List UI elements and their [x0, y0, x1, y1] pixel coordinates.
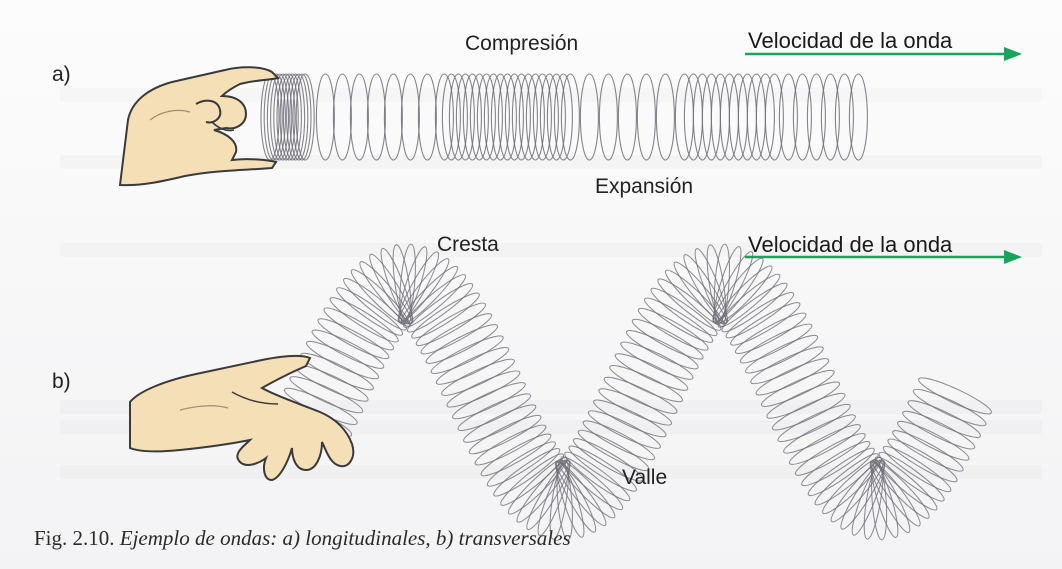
spring-coil-icon [781, 410, 859, 459]
spring-coil-icon [512, 74, 530, 160]
velocity-label-a: Velocidad de la onda [748, 28, 952, 54]
crest-label: Cresta [437, 233, 499, 257]
compression-label: Compresión [465, 32, 578, 56]
spring-coil-icon [526, 74, 544, 160]
spring-coil-icon [519, 74, 537, 160]
spring-coil-icon [607, 360, 685, 406]
spring-coil-icon [455, 389, 533, 436]
hand-icon [130, 356, 353, 480]
spring-coil-icon [637, 74, 655, 160]
spring-coil-icon [612, 349, 690, 396]
spring-coil-icon [333, 74, 351, 160]
spring-coil-icon [732, 308, 809, 359]
spring-coil-icon [916, 373, 994, 419]
expansion-label: Expansión [595, 175, 693, 199]
spring-coil-icon [596, 384, 674, 431]
spring-coil-icon [540, 74, 558, 160]
spring-coil-icon [418, 309, 495, 360]
spring-coil-icon [835, 74, 853, 160]
spring-coil-icon [456, 74, 474, 160]
spring-coil-icon [618, 337, 696, 385]
spring-coil-icon [779, 74, 797, 160]
spring-coil-icon [444, 366, 522, 412]
spring-coil-icon [449, 74, 467, 160]
spring-coil-icon [775, 399, 853, 447]
spring-coil-icon [477, 74, 495, 160]
spring-coil-icon [439, 354, 517, 400]
spring-coil-icon [466, 410, 544, 459]
spring-coil-icon [656, 74, 674, 160]
spring-coil-icon [470, 74, 488, 160]
spring-coil-icon [461, 400, 539, 448]
trough-label: Valle [622, 466, 667, 490]
spring-coil-icon [910, 384, 988, 431]
spring-coil-icon [418, 74, 436, 160]
caption-text: Ejemplo de ondas: a) longitudinales, b) … [120, 526, 571, 550]
spring-coil-icon [463, 74, 481, 160]
spring-coil-icon [759, 365, 837, 411]
spring-coil-icon [384, 74, 402, 160]
spring-coil-icon [367, 74, 385, 160]
spring-coil-icon [350, 74, 368, 160]
spring-coil-icon [298, 348, 376, 395]
spring-coil-icon [807, 74, 825, 160]
hand-icon [120, 67, 278, 185]
spring-coil-icon [498, 74, 516, 160]
caption-prefix: Fig. 2.10. [34, 526, 115, 550]
spring-coil-icon [491, 74, 509, 160]
spring-coil-icon [889, 425, 966, 476]
spring-coil-icon [618, 74, 636, 160]
spring-coil-icon [599, 74, 617, 160]
spring-coil-icon [484, 74, 502, 160]
spring-coil-icon [547, 74, 565, 160]
spring-coil-icon [401, 74, 419, 160]
spring-coil-icon [303, 336, 381, 384]
spring-coil-icon [591, 395, 669, 442]
panel-b-label: b) [52, 370, 71, 394]
spring-coil-icon [905, 395, 983, 442]
spring-coil-icon [433, 342, 511, 389]
panel-a-label: a) [52, 63, 71, 87]
spring-coil-icon [442, 74, 460, 160]
longitudinal-spring [261, 74, 867, 160]
spring-coil-icon [533, 74, 551, 160]
spring-coil-icon [580, 74, 598, 160]
spring-coil-icon [435, 74, 453, 160]
spring-coil-icon [770, 388, 848, 435]
spring-coil-icon [821, 74, 839, 160]
spring-coil-icon [561, 74, 579, 160]
spring-coil-icon [505, 74, 523, 160]
spring-coil-icon [849, 74, 867, 160]
figure-caption: Fig. 2.10. Ejemplo de ondas: a) longitud… [34, 526, 571, 551]
spring-coil-icon [309, 325, 387, 374]
transverse-spring [271, 244, 994, 541]
spring-coil-icon [764, 377, 842, 423]
spring-coil-icon [623, 325, 701, 374]
spring-coil-icon [748, 342, 826, 389]
velocity-label-b: Velocidad de la onda [748, 232, 952, 258]
spring-coil-icon [753, 353, 831, 400]
spring-coil-icon [316, 74, 334, 160]
spring-coil-icon [793, 74, 811, 160]
spring-coil-icon [450, 377, 528, 423]
spring-coil-icon [554, 74, 572, 160]
spring-coil-icon [601, 372, 679, 418]
